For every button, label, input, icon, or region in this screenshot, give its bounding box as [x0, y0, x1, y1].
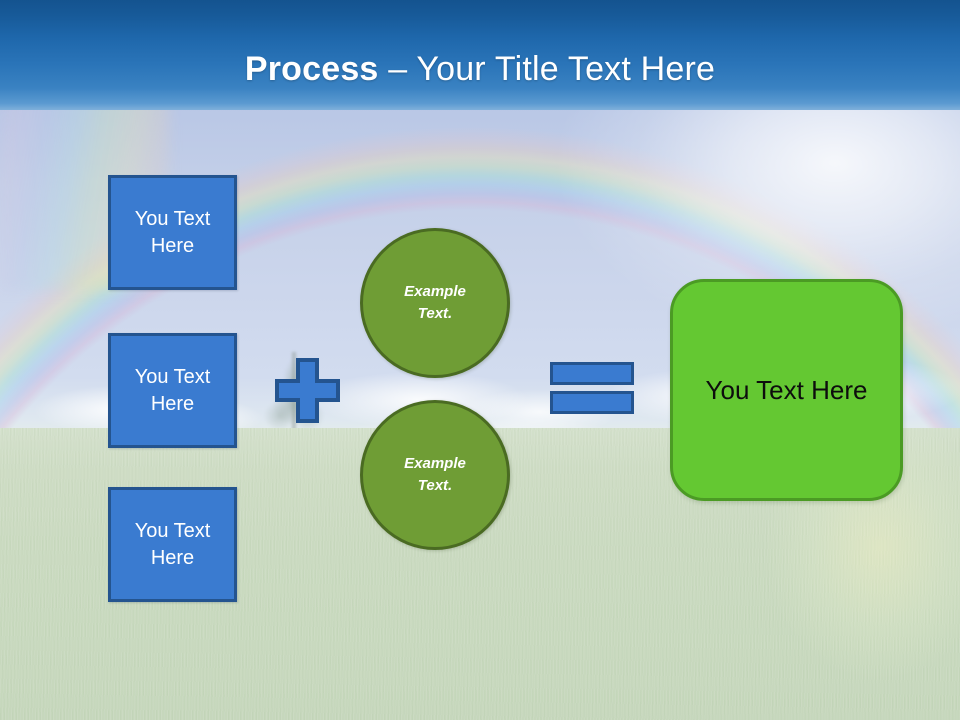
- equals-icon: [550, 362, 636, 414]
- result-box-label: You Text Here: [705, 375, 868, 405]
- process-circle-1[interactable]: Example Text.: [360, 228, 510, 378]
- process-circle-2-line2: Text.: [417, 477, 453, 494]
- page-title-emphasis: Process: [244, 50, 379, 88]
- page-title-rest: – Your Title Text Here: [378, 50, 716, 88]
- input-box-2-label: You Text Here: [134, 365, 211, 415]
- input-box-2[interactable]: You Text Here: [108, 333, 237, 448]
- input-box-1-label: You Text Here: [134, 207, 211, 257]
- input-box-1[interactable]: You Text Here: [108, 175, 237, 290]
- page-title: Process – Your Title Text Here: [0, 52, 960, 86]
- header-band: [0, 0, 960, 110]
- equals-icon-bar-bottom: [550, 391, 634, 414]
- process-circle-2-line1: Example: [404, 455, 466, 472]
- process-circle-1-line1: Example: [404, 283, 466, 300]
- process-circle-2[interactable]: Example Text.: [360, 400, 510, 550]
- equals-icon-bar-top: [550, 362, 634, 385]
- input-box-3[interactable]: You Text Here: [108, 487, 237, 602]
- input-box-3-label: You Text Here: [134, 519, 211, 569]
- result-box[interactable]: You Text Here: [670, 279, 903, 501]
- plus-icon: [275, 358, 340, 423]
- process-circle-1-line2: Text.: [417, 305, 453, 322]
